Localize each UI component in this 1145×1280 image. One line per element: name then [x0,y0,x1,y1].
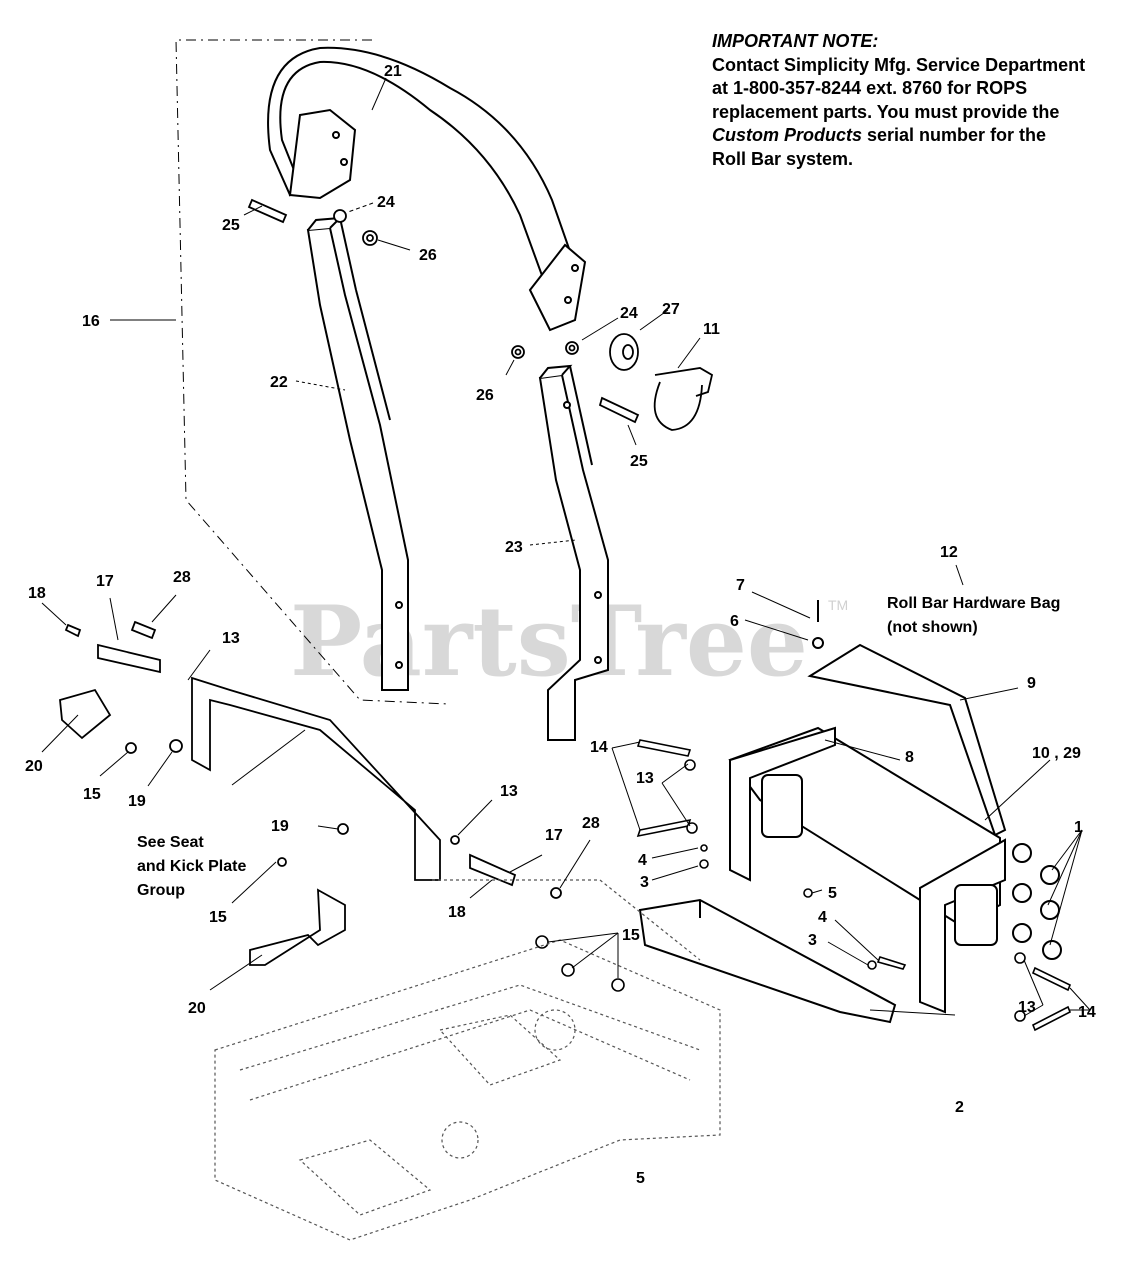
callout-25: 25 [222,217,240,234]
callout-13: 13 [500,783,518,800]
note-line-5: Roll Bar system. [712,148,854,169]
callout-5: 5 [828,885,837,902]
callout-13: 13 [222,630,240,647]
callout-9: 9 [1027,675,1036,692]
callout-26: 26 [419,247,437,264]
roll-bar-hardware [247,198,714,431]
see-seat-label-1: See Seat [137,834,204,851]
callout-20: 20 [25,758,43,775]
callout-11: 11 [703,321,720,338]
watermark-brand: PartsTree [290,585,808,698]
important-note: IMPORTANT NOTE: Contact Simplicity Mfg. … [712,30,1132,171]
callout-15: 15 [622,927,640,944]
callout-22: 22 [270,374,288,391]
callout-10-29: 10 , 29 [1032,745,1081,762]
callout-14: 14 [590,739,608,756]
note-line-4: Custom Products serial number for the [712,124,1132,148]
callout-1: 1 [1074,819,1083,836]
callout-23: 23 [505,539,523,556]
mower-frame [214,879,721,1241]
hardware-bag-label: Roll Bar Hardware Bag [887,595,1060,612]
leader-lines [41,77,1091,1017]
callout-4: 4 [818,909,827,926]
callout-24: 24 [377,194,395,211]
hardware-bag-note: (not shown) [887,619,978,636]
right-upright-tube [538,364,609,741]
note-heading: IMPORTANT NOTE: [712,31,879,51]
callout-15: 15 [83,786,101,803]
callout-13: 13 [1018,999,1036,1016]
callout-21: 21 [384,63,402,80]
left-upright-tube [306,216,409,691]
callout-2: 2 [955,1099,964,1116]
callout-6: 6 [730,613,739,630]
callout-3: 3 [808,932,817,949]
callout-12: 12 [940,544,958,561]
callout-4: 4 [638,852,647,869]
callout-24: 24 [620,305,638,322]
upper-roll-bar [267,46,587,332]
callout-8: 8 [905,749,914,766]
callout-19: 19 [128,793,146,810]
callout-13: 13 [636,770,654,787]
callout-3: 3 [640,874,649,891]
note-custom-products: Custom Products [712,125,863,145]
support-channel [638,898,897,1024]
roll-bar-assembly-bracket [175,39,449,705]
callout-28: 28 [173,569,191,586]
callout-7: 7 [736,577,745,594]
note-line-1: Contact Simplicity Mfg. Service Departme… [712,54,1086,75]
note-line-3: replacement parts. You must provide the [712,101,1060,122]
callout-16: 16 [82,313,100,330]
watermark-tm: TM [828,597,848,613]
note-line-2: at 1-800-357-8244 ext. 8760 for ROPS [712,78,1028,98]
roll-bar-mount-box [728,726,1062,1014]
callout-15: 15 [209,909,227,926]
see-seat-label-2: and Kick Plate [137,858,246,875]
callout-17: 17 [96,573,114,590]
callout-26: 26 [476,387,494,404]
callout-28: 28 [582,815,600,832]
callout-18: 18 [28,585,46,602]
mount-fasteners [535,739,1072,1032]
callout-18: 18 [448,904,466,921]
callout-25: 25 [630,453,648,470]
callout-17: 17 [545,827,563,844]
callout-20: 20 [188,1000,206,1017]
callout-5: 5 [636,1170,645,1187]
callout-27: 27 [662,301,680,318]
callout-19: 19 [271,818,289,835]
seat-mounting-hardware [59,620,562,966]
callout-14: 14 [1078,1004,1096,1021]
note-line-4-rest: serial number for the [862,125,1047,145]
cover-plate [807,600,1007,837]
see-seat-label-3: Group [137,882,185,899]
